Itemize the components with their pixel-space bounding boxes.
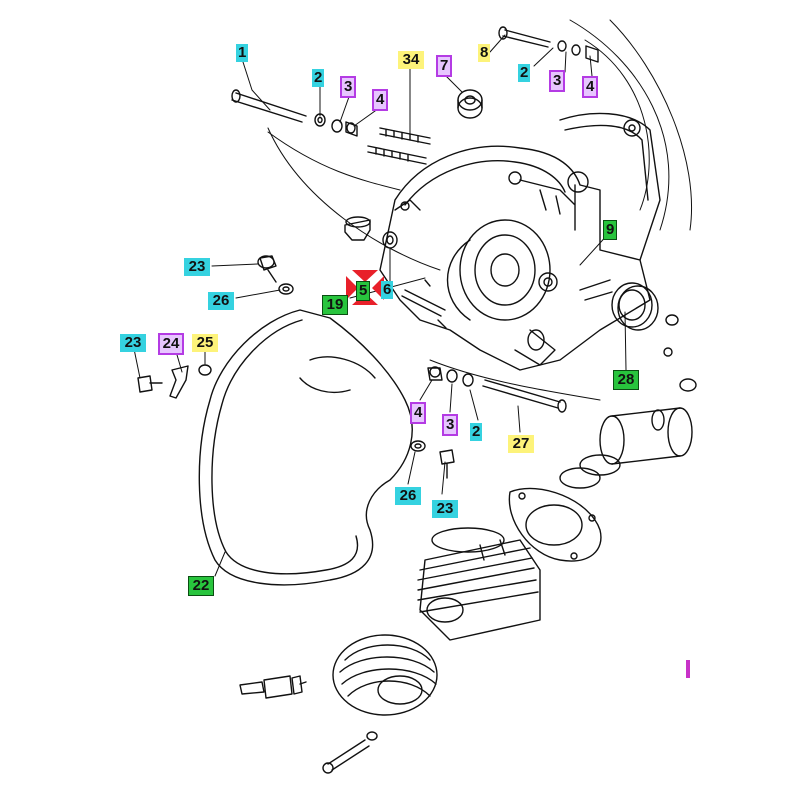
washers-nuts-lower (427, 366, 567, 413)
bolt-1-drawing (231, 89, 307, 123)
edge-marker (686, 660, 690, 678)
crankcase-drawing (379, 112, 661, 371)
seal-28-drawing (611, 282, 659, 331)
callout-5[interactable]: 5 (356, 281, 371, 301)
callout-22[interactable]: 22 (188, 576, 214, 596)
cover-22-drawing (198, 309, 413, 586)
bushing-7-drawing (457, 89, 483, 119)
callout-28[interactable]: 28 (613, 370, 639, 390)
callout-23-lower[interactable]: 23 (432, 500, 458, 518)
callout-26-lower[interactable]: 26 (395, 487, 421, 505)
gasket-drawing (508, 487, 602, 562)
callout-26-top[interactable]: 26 (208, 292, 234, 310)
cap-5-drawing (344, 216, 447, 329)
callout-19[interactable]: 19 (322, 295, 348, 315)
callout-3-lower[interactable]: 3 (442, 414, 459, 436)
callout-24[interactable]: 24 (158, 333, 184, 355)
bolt-8-drawing (498, 26, 599, 63)
piston-drawing (559, 314, 697, 489)
callout-9[interactable]: 9 (603, 220, 618, 240)
callout-8[interactable]: 8 (478, 44, 491, 62)
cylinder-drawing (417, 527, 541, 641)
studs-34-drawing (367, 127, 431, 165)
small-parts-left-drawing (137, 364, 212, 399)
callout-3-top-left[interactable]: 3 (340, 76, 357, 98)
callout-6[interactable]: 6 (381, 281, 394, 299)
callout-3-top-right[interactable]: 3 (549, 70, 566, 92)
spark-plug-drawing (239, 675, 307, 699)
callout-25[interactable]: 25 (192, 334, 218, 352)
screw-23-top-drawing (257, 255, 294, 295)
callout-4-lower[interactable]: 4 (410, 402, 427, 424)
callout-23-top[interactable]: 23 (184, 258, 210, 276)
callout-4-top-right[interactable]: 4 (582, 76, 599, 98)
callout-34[interactable]: 34 (398, 51, 424, 69)
callout-2-lower[interactable]: 2 (470, 423, 483, 441)
bottom-bolt-drawing (322, 731, 378, 774)
callout-2-top-right[interactable]: 2 (518, 64, 531, 82)
cylinder-head-drawing (332, 634, 438, 716)
callout-23-left[interactable]: 23 (120, 334, 146, 352)
callout-27[interactable]: 27 (508, 435, 534, 453)
washers-nuts-top (314, 113, 358, 137)
callout-4-top-left[interactable]: 4 (372, 89, 389, 111)
callout-2-top-left[interactable]: 2 (312, 69, 325, 87)
callout-1[interactable]: 1 (236, 44, 249, 62)
screw-23-lower-drawing (410, 440, 455, 479)
callout-7[interactable]: 7 (436, 55, 453, 77)
